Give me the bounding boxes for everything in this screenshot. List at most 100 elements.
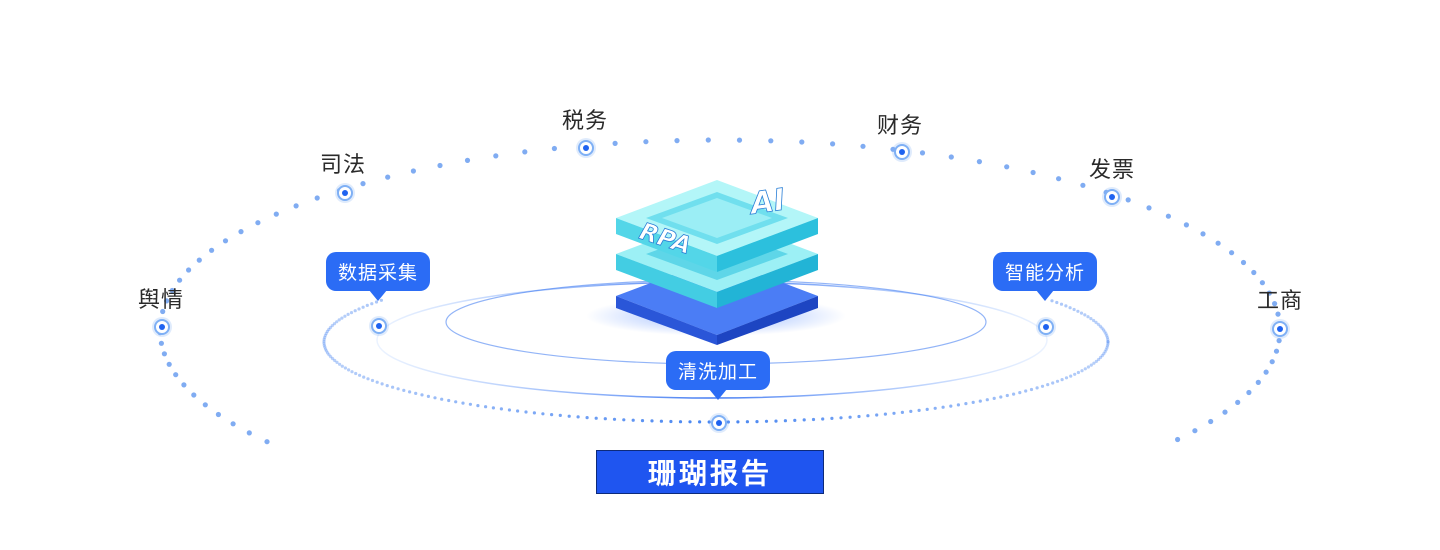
inner-orbit-dot — [669, 419, 673, 424]
inner-orbit-dot — [1046, 383, 1050, 387]
inner-orbit-dot — [1024, 389, 1028, 393]
orbit-dot — [768, 138, 774, 144]
orbit-dot — [1146, 205, 1152, 211]
inner-orbit-dot — [323, 333, 327, 337]
inner-orbit-dot — [839, 416, 843, 420]
orbit-dot — [1272, 301, 1278, 307]
orbit-dot — [1030, 169, 1036, 176]
inner-orbit-dot — [576, 415, 580, 419]
orbit-dot — [522, 149, 528, 155]
orbit-dot — [177, 277, 183, 283]
inner-orbit-dot — [1079, 311, 1084, 315]
inner-orbit-dot — [603, 417, 607, 421]
orbit-dot — [273, 211, 279, 217]
orbit-dot — [1235, 399, 1241, 405]
inner-orbit-dot — [1104, 332, 1108, 336]
node-dot-caiwu — [894, 144, 910, 160]
inner-orbit-dot — [332, 322, 336, 326]
inner-orbit-dot — [1105, 344, 1110, 348]
inner-orbit-dot — [585, 416, 589, 420]
inner-orbit-dot — [688, 420, 692, 424]
inner-orbit-dot — [631, 418, 635, 422]
inner-orbit-dot — [374, 300, 379, 304]
inner-orbit-dot — [447, 398, 451, 403]
orbit-dot — [1269, 359, 1275, 365]
inner-orbit-dot — [385, 384, 389, 388]
orbit-dot — [705, 137, 711, 143]
inner-orbit-dot — [1102, 352, 1106, 356]
node-label-yuqing: 舆情 — [137, 288, 185, 313]
inner-orbit-dot — [408, 390, 412, 394]
inner-orbit-dot — [999, 395, 1003, 399]
inner-orbit-dot — [848, 415, 852, 419]
inner-orbit-dot — [550, 413, 554, 417]
inner-orbit-dot — [698, 420, 702, 424]
inner-orbit-dot — [1055, 379, 1060, 383]
node-dot-cleaning — [711, 415, 727, 431]
orbit-dot — [1192, 428, 1198, 434]
inner-orbit-dot — [541, 412, 545, 416]
inner-orbit-dot — [1080, 369, 1084, 373]
inner-orbit-dot — [484, 405, 488, 409]
orbit-dot — [1165, 213, 1171, 219]
inner-orbit-dot — [909, 409, 913, 413]
orbit-dot — [255, 220, 261, 226]
inner-orbit-dot — [941, 405, 945, 409]
inner-orbit-dot — [361, 305, 365, 309]
orbit-dot — [919, 150, 926, 156]
node-dot-yuqing — [154, 319, 170, 335]
inner-orbit-dot — [343, 366, 347, 370]
inner-orbit-dot — [468, 402, 472, 406]
inner-orbit-dot — [420, 393, 424, 397]
inner-orbit-dot — [1092, 361, 1096, 365]
inner-orbit-dot — [1098, 324, 1102, 328]
inner-orbit-dot — [1097, 357, 1101, 362]
orbit-dot — [1175, 436, 1181, 443]
orbit-dot — [158, 340, 164, 346]
inner-orbit-dot — [499, 407, 503, 411]
inner-orbit-dot — [612, 417, 617, 421]
inner-orbit-dot — [1103, 330, 1107, 334]
inner-orbit-dot — [821, 417, 825, 421]
orbit-dot — [1263, 369, 1269, 375]
inner-orbit-dot — [678, 420, 683, 424]
inner-orbit-dot — [978, 399, 982, 403]
inner-orbit-dot — [335, 360, 339, 364]
coral-report-box: 珊瑚报告 — [596, 450, 824, 494]
orbit-dot — [385, 174, 391, 180]
inner-orbit-dot — [491, 406, 495, 410]
orbit-dot — [643, 139, 649, 145]
inner-orbit-dot — [357, 307, 361, 311]
inner-orbit-dot — [1035, 386, 1039, 390]
inner-orbit-dot — [567, 414, 571, 418]
inner-orbit-dot — [1083, 313, 1087, 317]
inner-orbit-dot — [323, 345, 327, 349]
inner-orbit-dot — [1086, 315, 1090, 319]
orbit-dot — [437, 162, 443, 169]
inner-orbit-dot — [1059, 302, 1064, 306]
inner-orbit-dot — [440, 397, 444, 401]
inner-orbit-dot — [343, 314, 347, 318]
inner-orbit-dot — [326, 351, 330, 355]
node-label-gongshang: 工商 — [1256, 289, 1304, 314]
inner-orbit-dot — [1076, 309, 1080, 313]
inner-orbit-dot — [956, 403, 961, 407]
inner-orbit-dot — [1060, 378, 1064, 382]
orbit-dot — [410, 168, 416, 174]
inner-orbit-dot — [433, 396, 437, 400]
node-dot-sifa — [337, 185, 353, 201]
inner-orbit-dot — [454, 400, 458, 404]
orbit-dot — [976, 159, 983, 165]
inner-orbit-dot — [322, 337, 326, 341]
inner-orbit-dot — [1089, 363, 1093, 367]
node-dot-fapiao — [1104, 189, 1120, 205]
orbit-dot — [1004, 164, 1010, 170]
orbit-dot — [186, 267, 192, 273]
inner-orbit-dot — [1106, 340, 1110, 344]
inner-orbit-dot — [1094, 320, 1098, 324]
inner-orbit-dot — [375, 380, 379, 384]
orbit-dot — [166, 361, 172, 367]
inner-orbit-dot — [354, 371, 358, 376]
inner-orbit-dot — [1102, 328, 1106, 332]
